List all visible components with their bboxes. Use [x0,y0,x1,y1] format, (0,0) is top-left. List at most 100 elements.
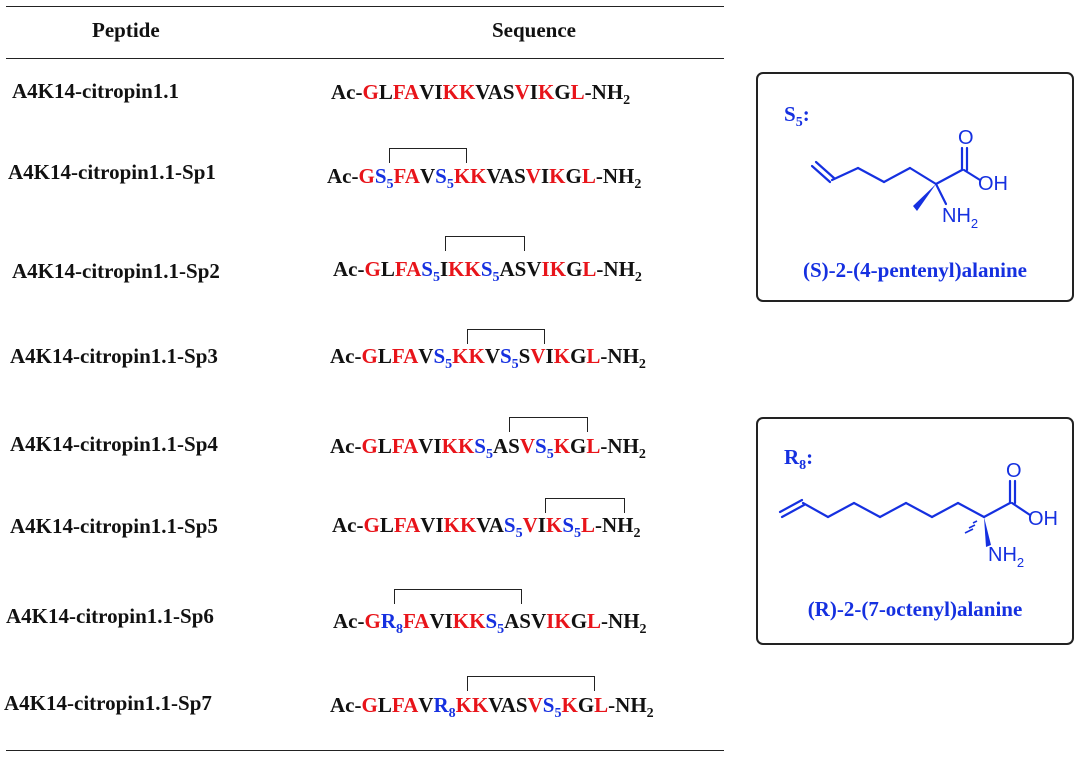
sequence-segment: -NH [595,513,634,537]
sequence-segment: L [587,609,602,633]
sequence-segment: I [537,513,546,537]
sequence-segment: L [378,80,393,104]
sequence-segment: S [535,434,547,458]
peptide-name: A4K14-citropin1.1-Sp6 [6,604,214,628]
sequence-segment: K [537,80,555,104]
s5-label: S5: [784,102,810,130]
sequence-segment: Ac- [333,609,365,633]
sequence-segment: L [377,344,392,368]
sequence-segment: -NH [600,434,639,458]
sequence-segment: ASV [504,609,547,633]
sequence-segment: Ac- [332,513,364,537]
sequence-segment: L [594,693,609,717]
sequence-segment: G [570,344,587,368]
s5-structure-diagram: O OH NH2 [810,127,1008,231]
sequence-segment: L [380,257,395,281]
sequence-subscript: 2 [638,447,646,462]
sequence-segment: G [361,344,378,368]
sequence-segment: -NH [596,257,635,281]
sequence-subscript: 2 [634,270,642,285]
sequence-segment: I [545,344,554,368]
sequence-segment: VI [420,513,444,537]
oxygen-label: O [1006,460,1022,482]
sequence-segment: VAS [488,693,528,717]
sequence-subscript: 2 [639,622,647,637]
sequence-segment: VI [429,609,453,633]
sequence-subscript: 5 [446,177,454,192]
r8-name: (R)-2-(7-octenyl)alanine [807,597,1023,621]
sequence-segment: Ac- [330,434,362,458]
sequence-segment: V [530,344,546,368]
sequence-segment: S [499,344,512,368]
peptide-sequence: Ac-GR8FAVIKKS5ASVIKGL-NH2 [333,609,647,637]
sequence-segment: G [570,609,588,633]
sequence-segment: KK [441,434,475,458]
table-top-rule [6,6,724,7]
staple-bracket [389,148,467,163]
peptide-sequence: Ac-GS5FAVS5KKVASVIKGL-NH2 [327,164,641,192]
sequence-segment: L [377,434,392,458]
sequence-segment: KK [452,344,485,368]
staple-bracket [445,236,525,251]
oxygen-label: O [958,127,974,149]
sequence-subscript: 8 [396,622,403,637]
sequence-segment: G [363,513,380,537]
staple-bracket [467,329,545,344]
sequence-subscript: 2 [623,93,631,108]
hydroxyl-label: OH [978,173,1008,195]
sequence-segment: K [561,693,578,717]
peptide-name: A4K14-citropin1.1-Sp3 [10,344,218,368]
sequence-segment: KK [455,693,489,717]
sequence-segment: K [553,344,571,368]
staple-bracket [545,498,625,513]
sequence-segment: S [433,344,446,368]
sequence-subscript: 2 [646,706,654,721]
sequence-segment: L [586,434,601,458]
sequence-subscript: 5 [574,526,581,541]
sequence-segment: S [503,513,516,537]
peptide-sequence: Ac-GLFAVIKKVAS5VIKS5L-NH2 [332,513,641,541]
sequence-subscript: 2 [638,357,646,372]
sequence-segment: VI [418,434,442,458]
sequence-segment: I [540,164,550,188]
sequence-segment: V [419,164,436,188]
peptide-sequence: Ac-GLFAVIKKS5ASVS5KGL-NH2 [330,434,646,462]
sequence-subscript: 8 [448,706,456,721]
sequence-segment: KK [442,80,476,104]
sequence-segment: Ac- [327,164,359,188]
sequence-segment: S [542,693,555,717]
sequence-subscript: 5 [492,270,500,285]
sequence-segment: G [358,164,375,188]
sequence-segment: G [362,80,379,104]
sequence-subscript: 5 [546,447,554,462]
sequence-segment: I [529,80,538,104]
sequence-segment: FA [393,164,420,188]
sequence-segment: VAS [486,164,526,188]
sequence-segment: VAS [475,80,515,104]
sequence-segment: VI [419,80,443,104]
peptide-header: Peptide [92,18,160,42]
sequence-segment: FA [403,609,430,633]
sequence-segment: S [435,164,447,188]
sequence-segment: S [421,257,433,281]
sequence-subscript: 2 [633,526,641,541]
peptide-name: A4K14-citropin1.1-Sp5 [10,514,218,538]
sequence-subscript: 5 [485,447,493,462]
sequence-segment: KK [452,609,486,633]
sequence-segment: KK [448,257,481,281]
sequence-segment: FA [392,80,420,104]
sequence-segment: Ac- [330,344,362,368]
sequence-segment: Ac- [331,80,363,104]
r8-label: R8: [784,445,814,473]
peptide-name: A4K14-citropin1.1 [12,79,180,103]
sequence-segment: G [577,693,595,717]
sequence-segment: S [374,164,387,188]
sequence-segment: I [546,609,555,633]
sequence-segment: V [418,344,434,368]
sequence-segment: AS [492,434,520,458]
peptide-sequence: Ac-GLFAS5IKKS5ASVIKGL-NH2 [333,257,642,285]
sequence-segment: Ac- [330,693,362,717]
sequence-segment: KK [453,164,487,188]
peptide-sequence: Ac-GLFAVIKKVASVIKGL-NH2 [331,80,631,108]
sequence-segment: I [541,257,550,281]
